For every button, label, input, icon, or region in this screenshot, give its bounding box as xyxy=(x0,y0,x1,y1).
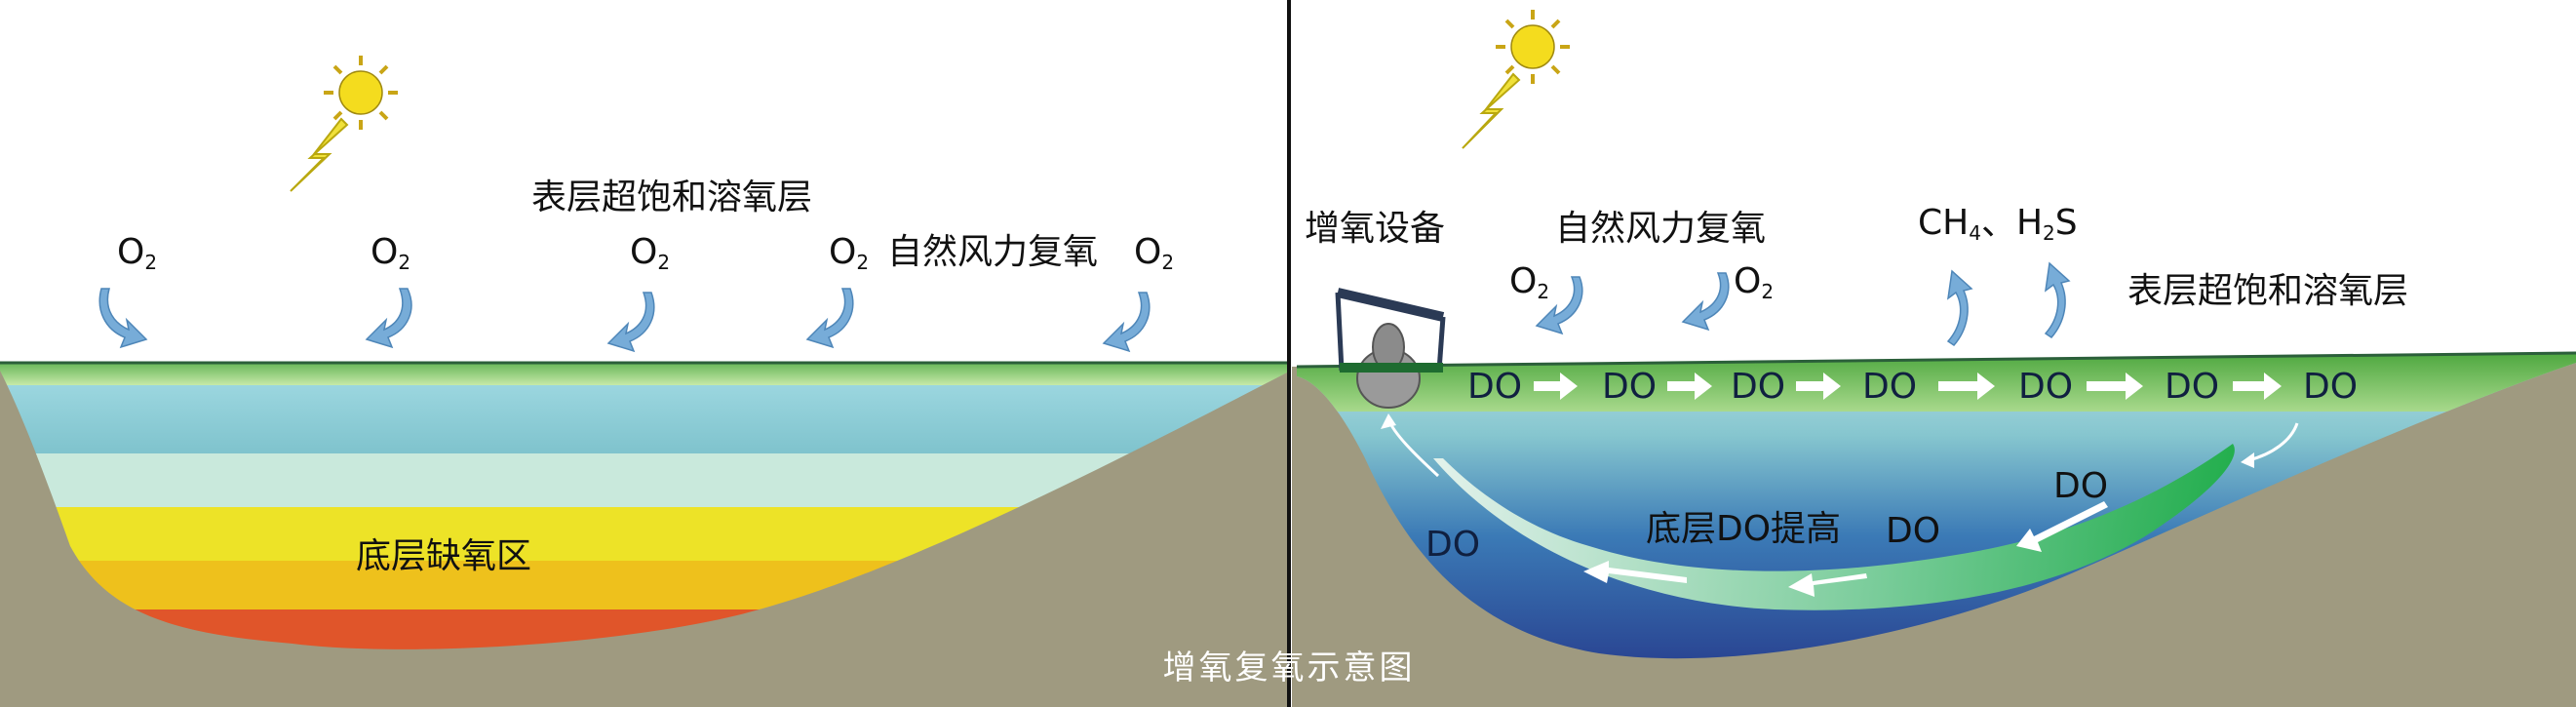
left-panel: O2 O2 O2 O2 O2 表层超饱和溶氧层 自然风力复氧 底层缺氧区 xyxy=(0,56,1287,707)
up-arrow-icon-2 xyxy=(2044,261,2071,338)
right-curved-arrow-icon-1 xyxy=(1535,276,1583,335)
right-panel: 增氧设备 自然风力复氧 表层超饱和溶氧层 CH4、H2S O2 O2 DO DO… xyxy=(1292,10,2576,707)
return-arrow-left-head xyxy=(1381,413,1396,429)
left-surface-layer-label: 表层超饱和溶氧层 xyxy=(531,177,812,217)
flow-arrows xyxy=(1583,501,2108,597)
flow-arrow-icon-3 xyxy=(1583,561,1687,583)
right-surface-layer-label: 表层超饱和溶氧层 xyxy=(2127,271,2408,311)
do-label-2: DO xyxy=(1602,367,1657,407)
left-surface-layer xyxy=(0,363,1287,385)
surface-arrow-icon-1 xyxy=(1534,373,1578,400)
do-label-7: DO xyxy=(2303,367,2358,407)
left-curved-arrow-icon-4 xyxy=(805,288,854,349)
do-label-band-top: DO xyxy=(2053,466,2108,506)
flow-arrow-icon-2 xyxy=(1788,573,1867,597)
surface-arrow-icon-2 xyxy=(1667,373,1712,400)
right-curved-arrow-icon-2 xyxy=(1681,272,1730,332)
do-label-4: DO xyxy=(1862,367,1917,407)
surface-arrow-icon-3 xyxy=(1796,373,1841,400)
left-o2-label-4: O2 xyxy=(829,232,869,274)
aerator-label: 增氧设备 xyxy=(1305,209,1445,249)
do-label-5: DO xyxy=(2018,367,2073,407)
gases-label: CH4、H2S xyxy=(1918,203,2078,245)
do-label-band-left: DO xyxy=(1425,525,1480,565)
left-curved-arrow-icon-5 xyxy=(1102,292,1151,353)
left-sun-icon xyxy=(324,56,398,130)
left-curved-arrow-icon-1 xyxy=(98,288,148,349)
surface-arrow-icon-6 xyxy=(2233,373,2282,400)
right-sun-icon xyxy=(1496,10,1570,84)
diagram-caption: 增氧复氧示意图 xyxy=(1163,648,1416,687)
left-anoxic-zone-label: 底层缺氧区 xyxy=(356,536,531,576)
do-surface-row: DO DO DO DO DO DO DO xyxy=(1467,367,2358,407)
left-lightning-icon xyxy=(290,117,349,192)
left-wind-reaeration-label: 自然风力复氧 xyxy=(887,232,1098,272)
up-arrow-icon-1 xyxy=(1946,269,1973,346)
right-lightning-icon xyxy=(1462,72,1521,149)
bottom-do-raised-label: 底层DO提高 xyxy=(1646,509,1841,549)
intake-arrow-right-icon xyxy=(2247,422,2299,462)
do-label-1: DO xyxy=(1467,367,1522,407)
surface-arrow-icon-4 xyxy=(1938,373,1995,400)
intake-arrow-right-head xyxy=(2241,452,2254,468)
left-curved-arrow-icon-3 xyxy=(606,292,655,353)
circulation-band xyxy=(1433,444,2235,610)
flow-arrow-icon-1 xyxy=(2016,501,2108,552)
left-o2-label-1: O2 xyxy=(117,232,157,274)
right-o2-label-1: O2 xyxy=(1509,261,1549,303)
do-label-3: DO xyxy=(1731,367,1785,407)
left-cyan-layer xyxy=(0,385,1287,453)
aerator-icon xyxy=(1335,288,1446,409)
right-o2-label-2: O2 xyxy=(1734,261,1774,303)
left-curved-arrow-icon-2 xyxy=(365,288,412,349)
do-label-6: DO xyxy=(2165,367,2219,407)
surface-arrow-icon-5 xyxy=(2087,373,2143,400)
do-label-band-mid: DO xyxy=(1886,511,1940,551)
right-water-surface-line xyxy=(1296,351,2576,369)
right-wind-reaeration-label: 自然风力复氧 xyxy=(1555,209,1766,249)
left-o2-label-5: O2 xyxy=(1134,232,1174,274)
left-o2-label-3: O2 xyxy=(630,232,670,274)
left-o2-label-2: O2 xyxy=(371,232,410,274)
